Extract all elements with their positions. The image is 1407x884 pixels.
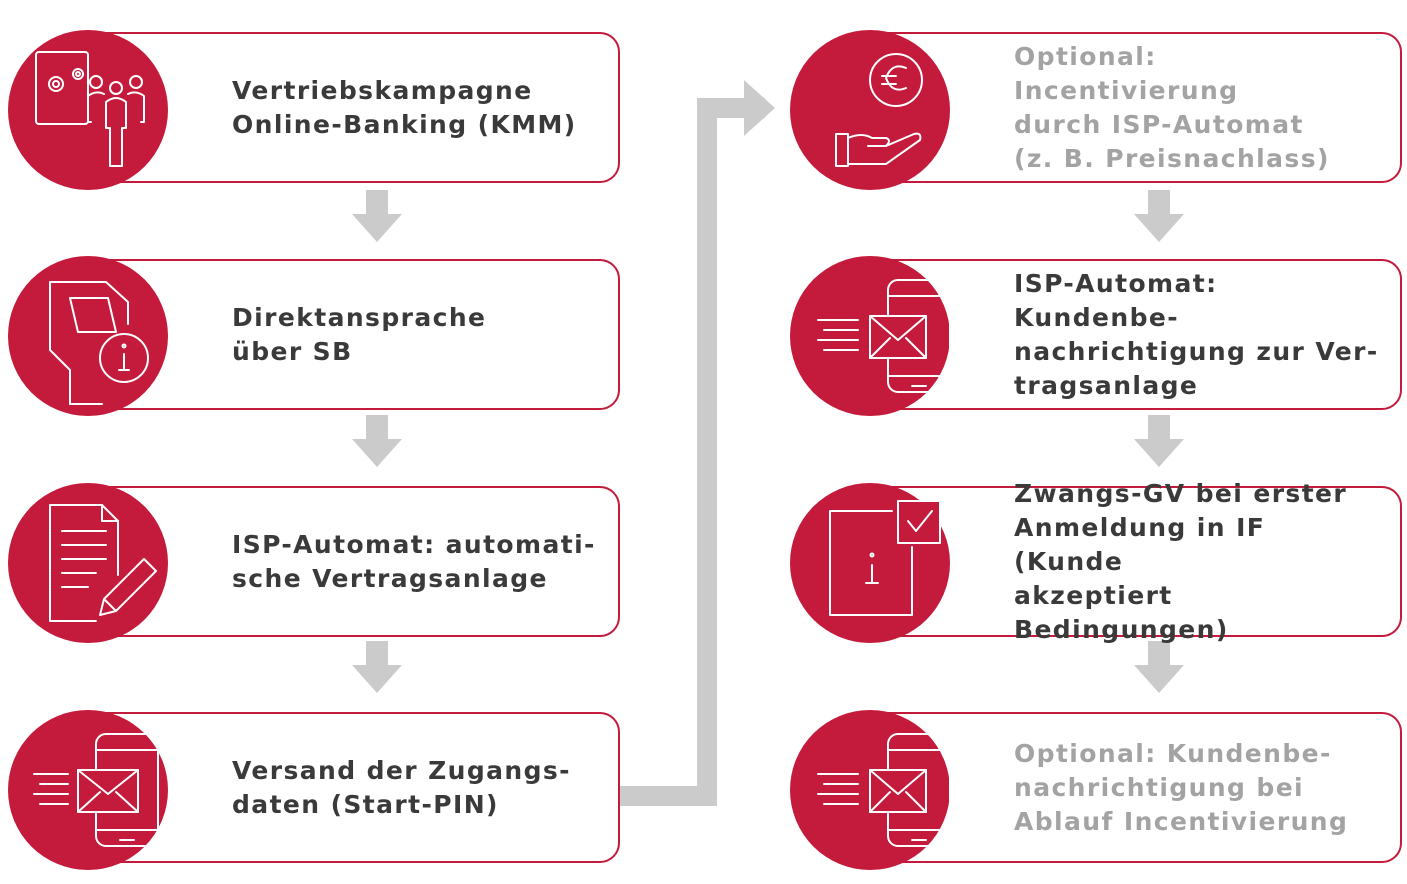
step-card-vertragsanlage: ISP-Automat: automati- sche Vertragsanla… <box>80 486 620 637</box>
euro-hand-icon <box>835 53 923 167</box>
step-icon-circle <box>790 256 950 416</box>
step-icon-circle <box>8 710 168 870</box>
step-label: Vertriebskampagne Online-Banking (KMM) <box>232 75 577 139</box>
phone-mail-icon <box>817 279 950 393</box>
down-arrow <box>1134 641 1184 693</box>
step-label: ISP-Automat: automati- sche Vertragsanla… <box>232 529 596 593</box>
step-card-direktansprache: Direktansprache über SB <box>80 259 620 410</box>
down-arrow <box>352 641 402 693</box>
down-arrow <box>352 190 402 242</box>
step-card-kampagne: Vertriebskampagne Online-Banking (KMM) <box>80 32 620 183</box>
info-checkbox-icon <box>829 500 941 616</box>
step-card-versand: Versand der Zugangs- daten (Start-PIN) <box>80 712 620 863</box>
down-arrow <box>1134 190 1184 242</box>
step-card-ablauf-incentivierung: Optional: Kundenbe- nachrichtigung bei A… <box>862 712 1402 863</box>
step-icon-circle <box>790 483 950 643</box>
phone-mail-icon <box>817 733 950 847</box>
step-icon-circle <box>790 30 950 190</box>
settings-people-icon <box>35 51 145 167</box>
phone-mail-icon <box>33 733 159 847</box>
down-arrow <box>1134 415 1184 467</box>
step-icon-circle <box>8 483 168 643</box>
kiosk-info-icon <box>49 281 149 405</box>
step-icon-circle <box>790 710 950 870</box>
step-label: Optional: Incentivierung durch ISP-Autom… <box>1014 41 1330 173</box>
step-label: Versand der Zugangs- daten (Start-PIN) <box>232 755 571 819</box>
step-icon-circle <box>8 256 168 416</box>
step-label: Direktansprache über SB <box>232 302 487 366</box>
step-label: Optional: Kundenbe- nachrichtigung bei A… <box>1014 738 1349 836</box>
step-icon-circle <box>8 30 168 190</box>
step-label: ISP-Automat: Kundenbe- nachrichtigung zu… <box>1014 268 1379 400</box>
step-label: Zwangs-GV bei erster Anmeldung in IF (Ku… <box>1014 478 1348 644</box>
down-arrow <box>352 415 402 467</box>
step-card-zwangs-gv: Zwangs-GV bei erster Anmeldung in IF (Ku… <box>862 479 1402 644</box>
contract-edit-icon <box>49 504 157 622</box>
step-card-kundenbenachrichtigung: ISP-Automat: Kundenbe- nachrichtigung zu… <box>862 259 1402 410</box>
step-card-incentivierung: Optional: Incentivierung durch ISP-Autom… <box>862 32 1402 183</box>
